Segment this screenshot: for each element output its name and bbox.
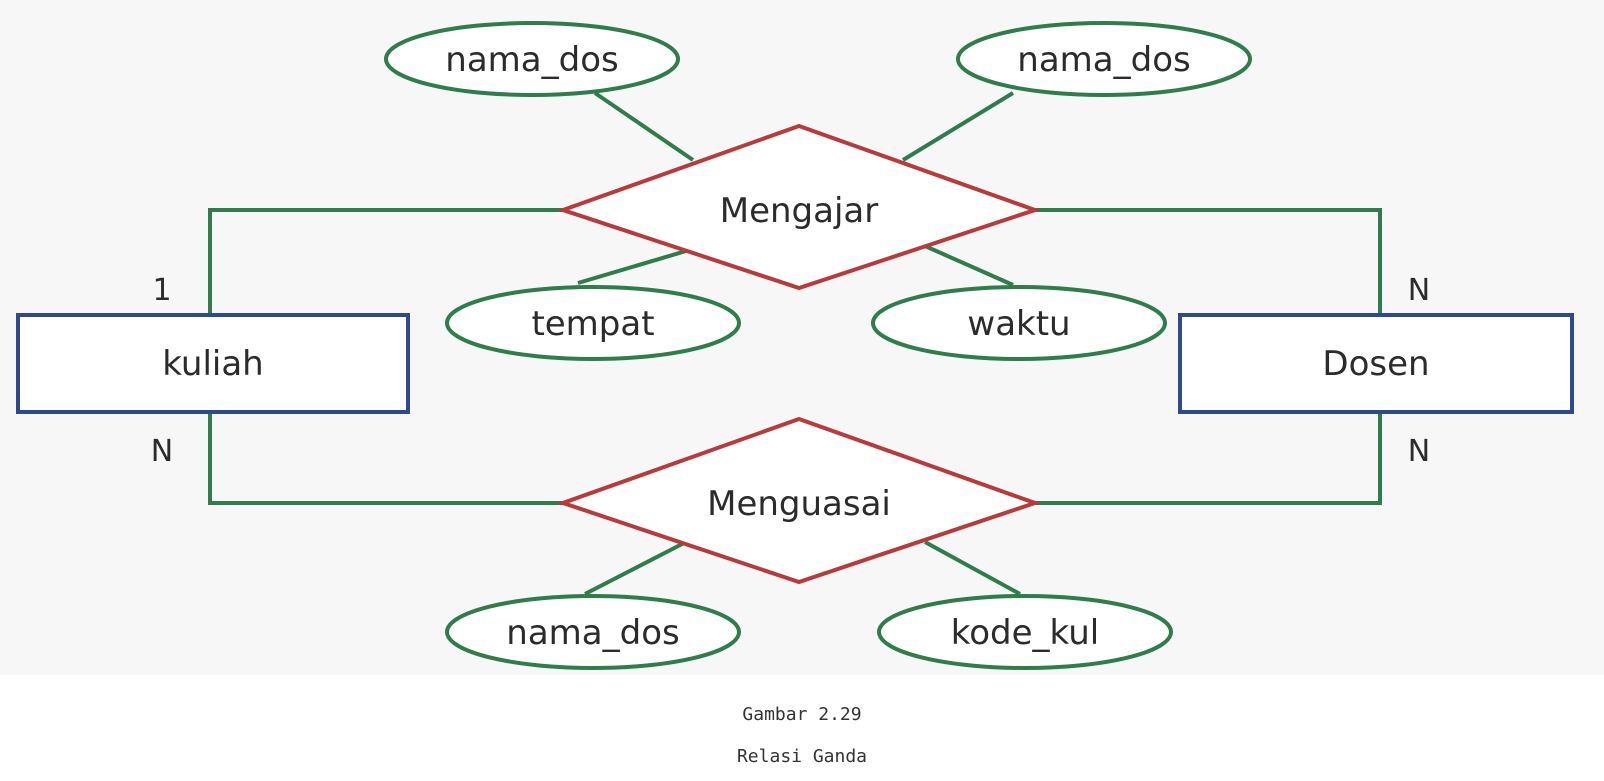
attribute-mengajar-top-right: nama_dos xyxy=(956,21,1252,97)
connector-attr-mengajar-top-left xyxy=(593,91,695,162)
cardinality-dosen-mengajar: N xyxy=(1408,273,1430,308)
entity-kuliah: kuliah xyxy=(16,313,410,414)
attribute-mengajar-bottom-left: tempat xyxy=(445,285,741,361)
attribute-ellipse xyxy=(445,594,741,670)
connector-attr-mengajar-top-right xyxy=(901,91,1015,162)
cardinality-kuliah-mengajar: 1 xyxy=(152,273,171,308)
figure-title: Relasi Ganda xyxy=(736,746,868,767)
attribute-ellipse xyxy=(871,285,1167,361)
attribute-mengajar-top-left: nama_dos xyxy=(384,21,680,97)
cardinality-dosen-menguasai: N xyxy=(1408,434,1430,469)
connectors xyxy=(208,91,1382,596)
attribute-mengajar-bottom-right: waktu xyxy=(871,285,1167,361)
connector-attr-mengajar-bottom-right xyxy=(924,244,1014,287)
relationship-mengajar-label: Mengajar xyxy=(720,191,879,231)
attribute-label: nama_dos xyxy=(1017,40,1190,80)
attribute-ellipse xyxy=(445,285,741,361)
figure-number: Gambar 2.29 xyxy=(742,704,862,725)
attribute-menguasai-bottom-left: nama_dos xyxy=(445,594,741,670)
attribute-label: nama_dos xyxy=(506,613,679,653)
er-diagram: kuliah Dosen Mengajar Menguasai nama_dos… xyxy=(16,21,1574,670)
attribute-ellipse xyxy=(877,594,1173,670)
connector-kuliah-mengajar xyxy=(208,208,563,313)
connector-attr-menguasai-bottom-right xyxy=(924,540,1021,596)
relationship-menguasai: Menguasai xyxy=(556,416,1042,585)
attribute-ellipse xyxy=(384,21,680,97)
attribute-menguasai-bottom-right: kode_kul xyxy=(877,594,1173,670)
attribute-label: waktu xyxy=(967,304,1070,344)
relationship-menguasai-diamond xyxy=(556,416,1042,585)
entity-kuliah-box xyxy=(16,313,410,414)
relationship-menguasai-label: Menguasai xyxy=(707,484,891,524)
diagram-area: kuliah Dosen Mengajar Menguasai nama_dos… xyxy=(16,21,1574,670)
attribute-label: nama_dos xyxy=(445,40,618,80)
connector-dosen-mengajar xyxy=(1035,208,1382,313)
entity-dosen-label: Dosen xyxy=(1322,344,1429,384)
connector-attr-mengajar-bottom-left xyxy=(577,249,687,285)
connector-kuliah-menguasai xyxy=(208,412,563,505)
connector-attr-menguasai-bottom-left xyxy=(584,540,687,596)
relationship-mengajar-diamond xyxy=(556,123,1042,291)
entity-dosen: Dosen xyxy=(1178,313,1574,414)
entity-kuliah-label: kuliah xyxy=(162,344,263,384)
attribute-label: tempat xyxy=(531,304,654,344)
attribute-ellipse xyxy=(956,21,1252,97)
cardinality-kuliah-menguasai: N xyxy=(151,434,173,469)
relationship-mengajar: Mengajar xyxy=(556,123,1042,291)
entity-dosen-box xyxy=(1178,313,1574,414)
attribute-label: kode_kul xyxy=(951,613,1099,653)
connector-dosen-menguasai xyxy=(1035,412,1382,505)
